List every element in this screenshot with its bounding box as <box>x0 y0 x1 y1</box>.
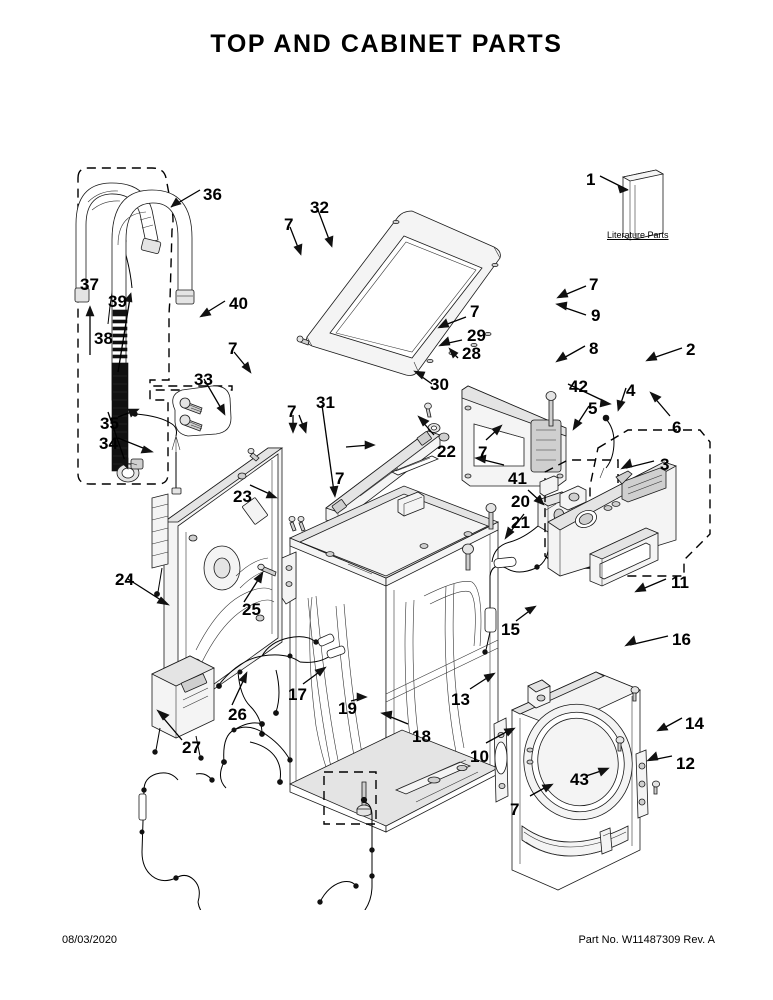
part-9-screw <box>545 391 557 427</box>
callout-1: 1 <box>586 170 596 189</box>
part-17-cabinet <box>288 485 499 833</box>
callout-7g: 7 <box>478 443 488 462</box>
callout-14: 14 <box>685 714 704 733</box>
part-16-screw <box>615 736 625 752</box>
group-leveling-leg-outline <box>323 771 377 825</box>
callout-11: 11 <box>671 573 689 592</box>
part-43-door-catch <box>599 827 613 855</box>
part-25-harness <box>216 633 346 737</box>
part-7-screw-top <box>296 335 310 346</box>
callout-6: 6 <box>672 418 682 437</box>
page-title: TOP AND CABINET PARTS <box>210 30 563 58</box>
part-7-screw-brace <box>424 402 432 418</box>
part-41-screw <box>462 503 497 571</box>
part-34-tie-strip <box>151 452 182 597</box>
group-hose-kit-outline <box>77 167 233 485</box>
callout-7f: 7 <box>335 469 345 488</box>
callout-21: 21 <box>511 513 530 532</box>
part-23-bracket <box>281 551 297 605</box>
part-42-console-cable <box>599 414 615 479</box>
callout-7d: 7 <box>228 339 238 358</box>
literature-parts-label: Literature Parts <box>607 230 669 240</box>
callout-5: 5 <box>588 399 598 418</box>
screw-glyph-b <box>179 414 203 432</box>
callout-7e: 7 <box>287 402 297 421</box>
part-29-bushing <box>427 423 441 433</box>
exploded-parts-diagram <box>0 90 773 910</box>
callout-42: 42 <box>569 377 588 396</box>
callout-4: 4 <box>626 381 636 400</box>
part-35-wire <box>132 411 181 452</box>
callout-40: 40 <box>229 294 248 313</box>
callout-27: 27 <box>182 738 201 757</box>
callout-39: 39 <box>108 292 127 311</box>
part-7-screws-side <box>247 447 306 532</box>
part-40-screw-pack <box>172 385 232 437</box>
part-5-latch <box>545 485 587 511</box>
part-14-screw <box>652 780 661 795</box>
callout-15: 15 <box>501 620 520 639</box>
callout-25: 25 <box>242 600 261 619</box>
callout-34: 34 <box>99 434 118 453</box>
callout-7a: 7 <box>589 275 599 294</box>
callout-16: 16 <box>672 630 691 649</box>
callout-7c: 7 <box>470 302 480 321</box>
callout-29: 29 <box>467 326 486 345</box>
callout-9: 9 <box>591 306 601 325</box>
callout-20: 20 <box>511 492 530 511</box>
part-3-dispenser-drawer <box>589 527 659 587</box>
part-2-console-support <box>539 475 559 497</box>
part-36-drain-hose <box>111 189 195 472</box>
part-15-hinge-upper <box>527 679 551 709</box>
callout-3: 3 <box>660 455 670 474</box>
part-7-screw-bracket <box>257 563 277 577</box>
callout-19: 19 <box>338 699 357 718</box>
screw-glyph-a <box>179 397 203 415</box>
callout-30: 30 <box>430 375 449 394</box>
part-28-grommet <box>438 432 450 442</box>
part-26-harness <box>220 721 293 789</box>
part-30-label-plate <box>391 455 439 476</box>
callout-41: 41 <box>508 469 527 488</box>
part-13-hinge <box>493 717 509 803</box>
callout-35: 35 <box>100 414 119 433</box>
part-32-top-panel <box>306 210 501 376</box>
callout-8: 8 <box>589 339 599 358</box>
callout-37: 37 <box>80 275 99 294</box>
footer-part-number: Part No. W11487309 Rev. A <box>578 934 715 946</box>
part-27-main-harness <box>138 772 375 910</box>
callout-2: 2 <box>686 340 696 359</box>
callout-10: 10 <box>470 747 489 766</box>
part-1-literature <box>621 169 665 241</box>
callout-38: 38 <box>94 329 113 348</box>
callout-7h: 7 <box>510 800 520 819</box>
part-22-catch <box>397 491 425 517</box>
part-33-side-panel <box>162 447 284 715</box>
part-24-control-board <box>151 655 215 761</box>
callout-36: 36 <box>203 185 222 204</box>
part-37-inlet-hose <box>74 182 162 303</box>
callout-22: 22 <box>437 442 456 461</box>
part-4-console-bracket <box>615 470 633 485</box>
callout-23: 23 <box>233 487 252 506</box>
callout-43: 43 <box>570 770 589 789</box>
callout-12: 12 <box>676 754 695 773</box>
callout-26: 26 <box>228 705 247 724</box>
callout-31: 31 <box>316 393 335 412</box>
callout-24: 24 <box>115 570 134 589</box>
part-12-strike-plate <box>635 749 649 819</box>
footer-date: 08/03/2020 <box>62 934 118 946</box>
part-11-screw <box>630 686 640 702</box>
callout-28: 28 <box>462 344 481 363</box>
callout-13: 13 <box>451 690 470 709</box>
leader-lines <box>85 175 683 797</box>
part-21-wire-harness <box>482 525 550 655</box>
callout-17: 17 <box>288 685 307 704</box>
callout-33: 33 <box>194 370 213 389</box>
callout-32: 32 <box>310 198 329 217</box>
part-38-hose-clamp <box>116 458 144 483</box>
callout-7b: 7 <box>284 215 294 234</box>
callout-18: 18 <box>412 727 431 746</box>
